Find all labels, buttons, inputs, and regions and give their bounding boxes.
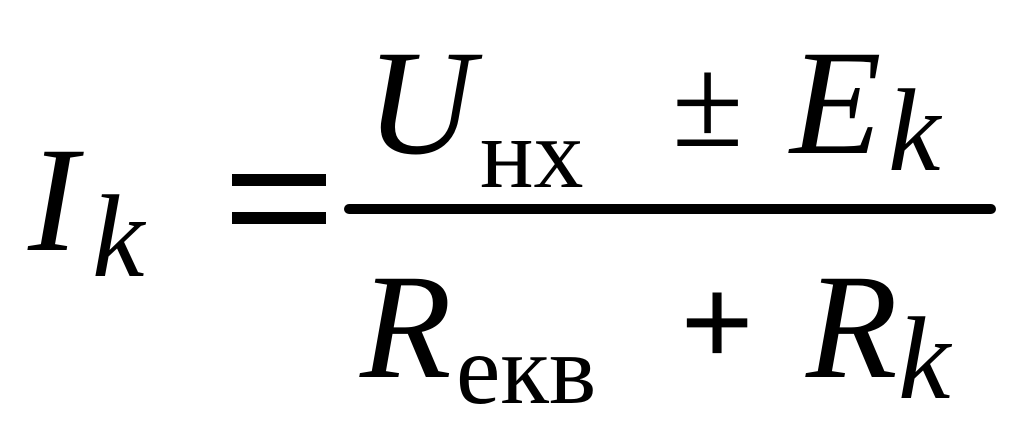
numerator-term1-symbol: U (366, 20, 475, 186)
equals-bar-bottom (232, 212, 326, 224)
lhs-symbol: I (28, 117, 78, 283)
fraction-bar (344, 204, 996, 214)
numerator-operator: ± (672, 31, 744, 175)
denominator-term1-subscript: екв (456, 314, 597, 425)
equals-bar-top (232, 174, 326, 186)
denominator-term1-symbol: R (360, 244, 452, 410)
numerator-term2-subscript: k (888, 65, 941, 196)
denominator-term2-subscript: k (898, 293, 951, 424)
numerator-term2-symbol: E (790, 20, 882, 186)
denominator-term2-symbol: R (806, 244, 898, 410)
lhs-subscript: k (92, 171, 145, 302)
denominator-operator: + (680, 251, 755, 395)
numerator-term1-subscript: нх (480, 98, 584, 209)
